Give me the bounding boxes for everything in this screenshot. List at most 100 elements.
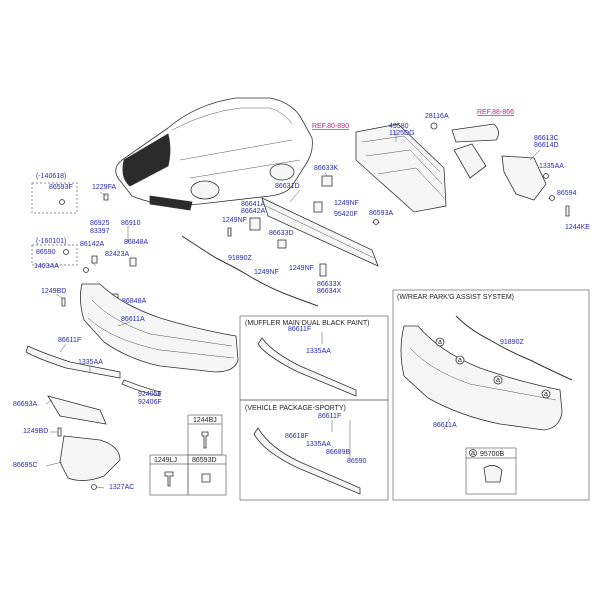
label-86618F: 86618F — [285, 433, 309, 440]
clip-86593F — [59, 199, 65, 205]
label-86641A: 86641A — [241, 201, 265, 208]
frame-rear-park-assist — [392, 289, 590, 501]
part-86594 — [549, 195, 555, 201]
label-1229FA: 1229FA — [92, 184, 116, 191]
clip-1327AC — [91, 484, 97, 490]
marker-a-1: a — [438, 339, 442, 346]
car-illustration — [115, 97, 313, 211]
label-86611Aa: 86611A — [121, 316, 145, 323]
beam-86631D — [261, 197, 379, 267]
label-82423A: 82423A — [105, 251, 129, 258]
label-86142A: 86142A — [80, 241, 104, 248]
title-rear-park-assist: (W/REAR PARK'G ASSIST SYSTEM) — [397, 294, 514, 301]
frame-muffler — [239, 315, 389, 401]
under-cover-86695C — [59, 435, 121, 481]
label-86613C: 86613C — [534, 135, 559, 142]
pad-86633X — [319, 263, 327, 277]
marker-a-2: a — [458, 357, 462, 364]
label-86614D: 86614D — [534, 142, 559, 149]
label-86689B: 86689B — [326, 449, 350, 456]
bolt-1249BDa — [61, 297, 66, 307]
label-91890Zb: 91890Z — [500, 339, 524, 346]
label-86611Fb: 86611F — [288, 326, 311, 333]
label-86590a: 86590 — [36, 249, 56, 256]
part-86593A — [373, 219, 379, 225]
leader-lines — [45, 130, 541, 489]
part-1463AA — [83, 267, 89, 273]
lamp-housing — [453, 143, 487, 179]
wiring-91890Z — [181, 235, 319, 307]
label-86593A: 86593A — [369, 210, 393, 217]
cover-86693A — [47, 395, 107, 425]
sensor-markers: a a a a — [435, 337, 551, 399]
label-1327AC: 1327AC — [109, 484, 134, 491]
label-86633D: 86633D — [269, 230, 294, 237]
back-panel — [355, 123, 447, 213]
pad-86633K — [321, 175, 333, 187]
label-1463AA: 1463AA — [34, 263, 59, 270]
title-vehicle-package: (VEHICLE PACKAGE-SPORTY) — [245, 405, 346, 412]
label-1249BDa: 1249BD — [41, 288, 66, 295]
label-86611Ab: 86611A — [433, 422, 457, 429]
label-1244KE: 1244KE — [565, 224, 590, 231]
label-1125DG: 1125DG — [389, 130, 415, 137]
label-1335AAc: 1335AA — [306, 348, 331, 355]
label-86594: 86594 — [557, 190, 577, 197]
label-92406F: 92406F — [138, 399, 162, 406]
label-1335AAb: 1335AA — [539, 163, 564, 170]
parts-box-86593D — [187, 454, 227, 496]
lower-trim-86611F — [25, 345, 121, 379]
label-1249NFa: 1249NF — [334, 200, 359, 207]
label-1249LJ: 1249LJ — [154, 457, 177, 464]
label-86848Aa: 86848A — [124, 239, 148, 246]
trim-86611F-sporty — [253, 427, 361, 495]
label-86695C: 86695C — [13, 462, 38, 469]
label-86848Ab: 86848A — [122, 298, 146, 305]
ref-80-890: REF.80-890 — [312, 123, 349, 130]
label-95700B: 95700B — [480, 451, 504, 458]
label-28116A: 28116A — [425, 113, 449, 120]
label-1335AAd: 1335AA — [306, 441, 331, 448]
label-1249NFb: 1249NF — [222, 217, 247, 224]
label-86611Fa: 86611F — [58, 337, 81, 344]
pad-86633D — [277, 239, 287, 249]
marker-a-4: a — [544, 391, 548, 398]
label-86633K: 86633K — [314, 165, 338, 172]
part-86142A — [91, 255, 98, 264]
bolt-1249BDb — [57, 427, 62, 437]
label-95420F: 95420F — [334, 211, 358, 218]
ref-88-866: REF.88-866 — [477, 109, 514, 116]
lamp-assembly — [451, 123, 499, 143]
clip-1335AAb — [543, 173, 549, 179]
label-86910: 86910 — [121, 220, 141, 227]
label-86634X: 86634X — [317, 288, 341, 295]
label-83397: 83397 — [90, 228, 110, 235]
label-49580: 49580 — [389, 123, 409, 130]
label-86642A: 86642A — [241, 208, 265, 215]
title-muffler: (MUFFLER MAIN DUAL BLACK PAINT) — [245, 320, 369, 327]
rear-bumper-86611A — [80, 283, 239, 373]
part-86848Aa — [129, 257, 137, 267]
trim-86611F-muffler — [257, 337, 357, 397]
marker-a-3: a — [496, 377, 500, 384]
reflector-92405F — [121, 379, 161, 397]
label-86590b: 86590 — [347, 458, 367, 465]
frame-160101 — [31, 244, 78, 266]
bolt-1249NFb — [227, 227, 232, 237]
parts-box-95700B — [465, 447, 517, 495]
frame-vehicle-package — [239, 399, 389, 501]
rear-bumper-park-assist — [400, 325, 563, 431]
label-86611Fc: 86611F — [318, 413, 341, 420]
bolt-1244KE — [565, 205, 570, 217]
label-1249NFc: 1249NF — [254, 269, 279, 276]
wiring-91890Z-park — [455, 315, 573, 381]
bracket-86641A — [249, 217, 261, 231]
label-1249NFd: 1249NF — [289, 265, 314, 272]
part-28116A — [430, 122, 438, 130]
label-92405F: 92405F — [138, 391, 162, 398]
part-95420F — [313, 201, 323, 213]
label-91890Za: 91890Z — [228, 255, 252, 262]
label-1335AAa: 1335AA — [78, 359, 103, 366]
marker-a-box: a — [471, 450, 475, 457]
